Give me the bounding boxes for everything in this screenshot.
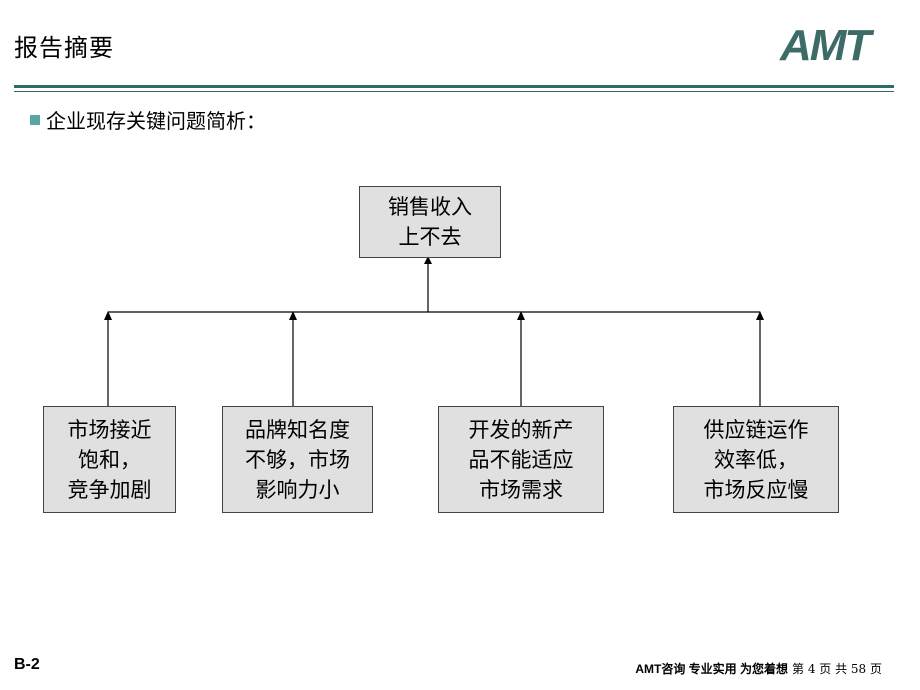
page-title: 报告摘要 xyxy=(14,34,114,62)
amt-logo: AMT xyxy=(779,22,876,64)
square-bullet-icon xyxy=(30,114,40,125)
slide-code: B-2 xyxy=(14,656,40,673)
child-node-1: 市场接近 饱和， 竞争加剧 xyxy=(43,406,176,513)
child-node-4: 供应链运作 效率低， 市场反应慢 xyxy=(673,406,839,513)
footer-page-number: 第 4 页 共 58 页 xyxy=(792,662,882,676)
child-node-3: 开发的新产 品不能适应 市场需求 xyxy=(438,406,604,513)
header-rule-thick xyxy=(14,85,894,88)
root-node: 销售收入 上不去 xyxy=(359,186,501,258)
footer-right: AMT咨询 专业实用 为您着想 第 4 页 共 58 页 xyxy=(635,660,882,677)
child-node-2: 品牌知名度 不够，市场 影响力小 xyxy=(222,406,373,513)
amt-logo-text: AMT xyxy=(779,22,874,64)
header-rule-thin xyxy=(14,91,894,92)
footer-brand: AMT咨询 专业实用 为您着想 xyxy=(635,662,789,676)
arrowhead-child-1 xyxy=(104,311,112,320)
section-heading-text: 企业现存关键问题简析： xyxy=(46,109,266,133)
arrowhead-child-4 xyxy=(756,311,764,320)
section-heading: 企业现存关键问题简析： xyxy=(30,105,266,134)
arrowhead-child-2 xyxy=(289,311,297,320)
arrowhead-child-3 xyxy=(517,311,525,320)
arrowhead-root xyxy=(424,256,432,264)
